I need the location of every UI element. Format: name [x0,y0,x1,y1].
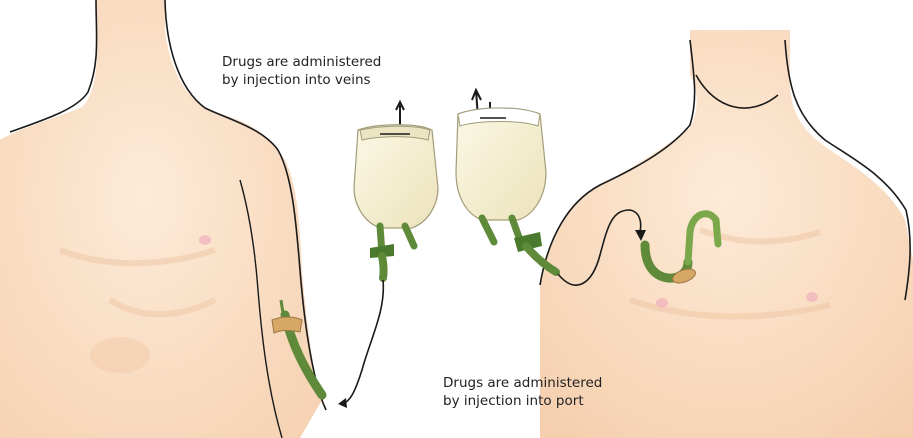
right-nipple-right [806,292,818,302]
caption-port-line1: Drugs are administered [443,374,602,392]
left-navel-shade [90,337,150,373]
caption-veins: Drugs are administered by injection into… [222,53,381,89]
iv-bag-right-port-b [512,218,520,240]
left-iv-line [342,280,383,404]
left-cannula-clamp [272,317,302,333]
left-nipple [199,235,211,245]
caption-veins-line1: Drugs are administered [222,53,381,71]
iv-bag-left-drip [382,256,384,278]
iv-bag-left [354,102,438,278]
iv-bag-left-body [354,125,438,228]
iv-bag-right [456,90,556,272]
left-iv-line-arrow-icon [338,398,347,408]
caption-port: Drugs are administered by injection into… [443,374,602,410]
caption-port-line2: by injection into port [443,392,602,410]
caption-veins-line2: by injection into veins [222,71,381,89]
iv-bag-right-port-a [482,218,494,242]
right-nipple-left [656,298,668,308]
iv-bag-left-port-b [405,226,414,246]
